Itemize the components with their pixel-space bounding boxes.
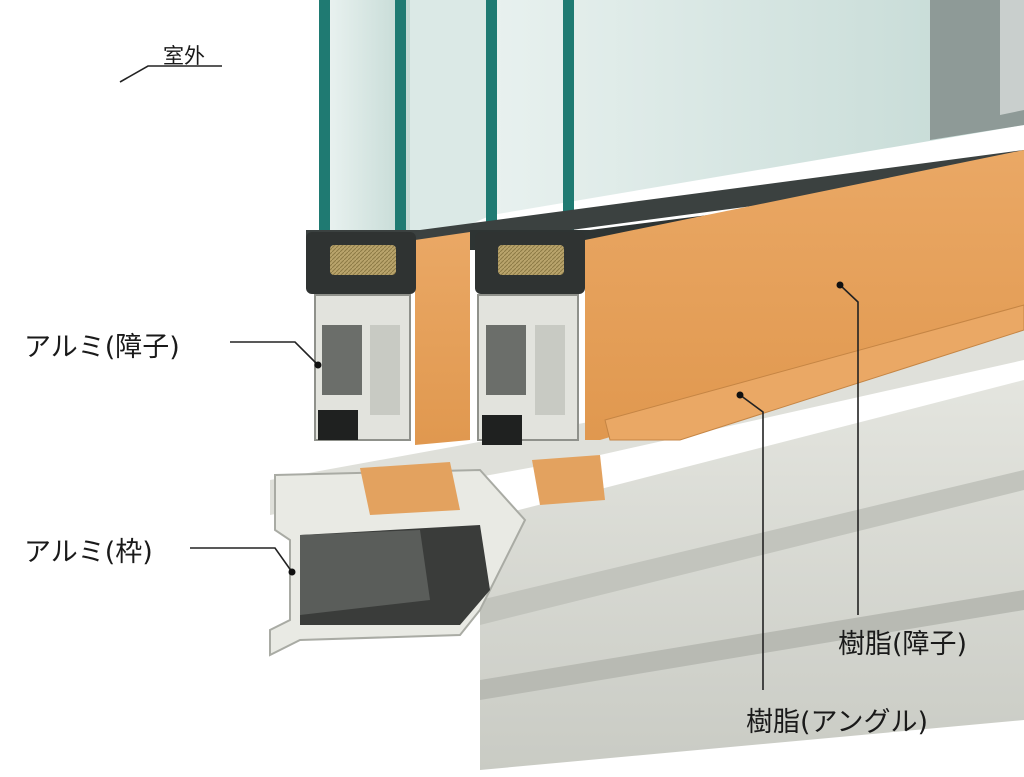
sash-left — [306, 232, 470, 445]
glass-pane-inner — [492, 0, 1024, 215]
label-resin-angle: 樹脂(アングル) — [746, 707, 928, 738]
leader-lines — [119, 65, 859, 690]
sash-left-desiccant — [330, 245, 396, 275]
leader-aluminum-frame — [190, 547, 293, 573]
leader-aluminum-sash — [230, 341, 319, 366]
frame-ridge-1 — [480, 470, 1024, 625]
glazing-band-outer — [306, 150, 1024, 250]
label-resin-sash: 樹脂(障子) — [838, 629, 968, 660]
label-aluminum-frame: アルミ(枠) — [24, 537, 153, 568]
frame-ridge-2 — [480, 590, 1024, 700]
label-outdoor: 室外 — [163, 44, 205, 68]
sash-right-resin-face — [585, 150, 1024, 440]
sash-left-cavity-2 — [370, 325, 400, 415]
frame-section-cavity-light — [300, 530, 430, 615]
sash-right-cavity-2 — [535, 325, 565, 415]
glass-edges — [319, 0, 574, 285]
glass-pane-outer — [330, 0, 410, 280]
glass-edge-4 — [563, 0, 574, 285]
label-aluminum-sash: アルミ(障子) — [24, 332, 180, 363]
leader-dots — [288, 281, 844, 576]
resin-angle — [604, 304, 1024, 441]
glass-area — [330, 0, 1024, 280]
sash-right-desiccant — [498, 245, 564, 275]
frame-resin-left — [360, 462, 460, 515]
sash-left-cavity — [322, 325, 362, 395]
glass-pane-middle — [410, 0, 492, 250]
sash-right — [475, 150, 1024, 445]
sash-right-cavity — [486, 325, 526, 395]
sash-right-seal — [482, 415, 522, 445]
frame-resin-right — [532, 455, 605, 505]
sash-left-resin-face — [415, 232, 470, 445]
leader-resin-sash — [839, 284, 859, 615]
glass-edge-2 — [395, 0, 406, 285]
leader-resin-angle — [739, 394, 764, 690]
sash-left-seal — [318, 410, 358, 440]
leader-outdoor — [119, 65, 222, 83]
glass-edge-1 — [319, 0, 330, 285]
glass-edge-3 — [486, 0, 497, 285]
frame-right-strip — [1000, 0, 1024, 115]
